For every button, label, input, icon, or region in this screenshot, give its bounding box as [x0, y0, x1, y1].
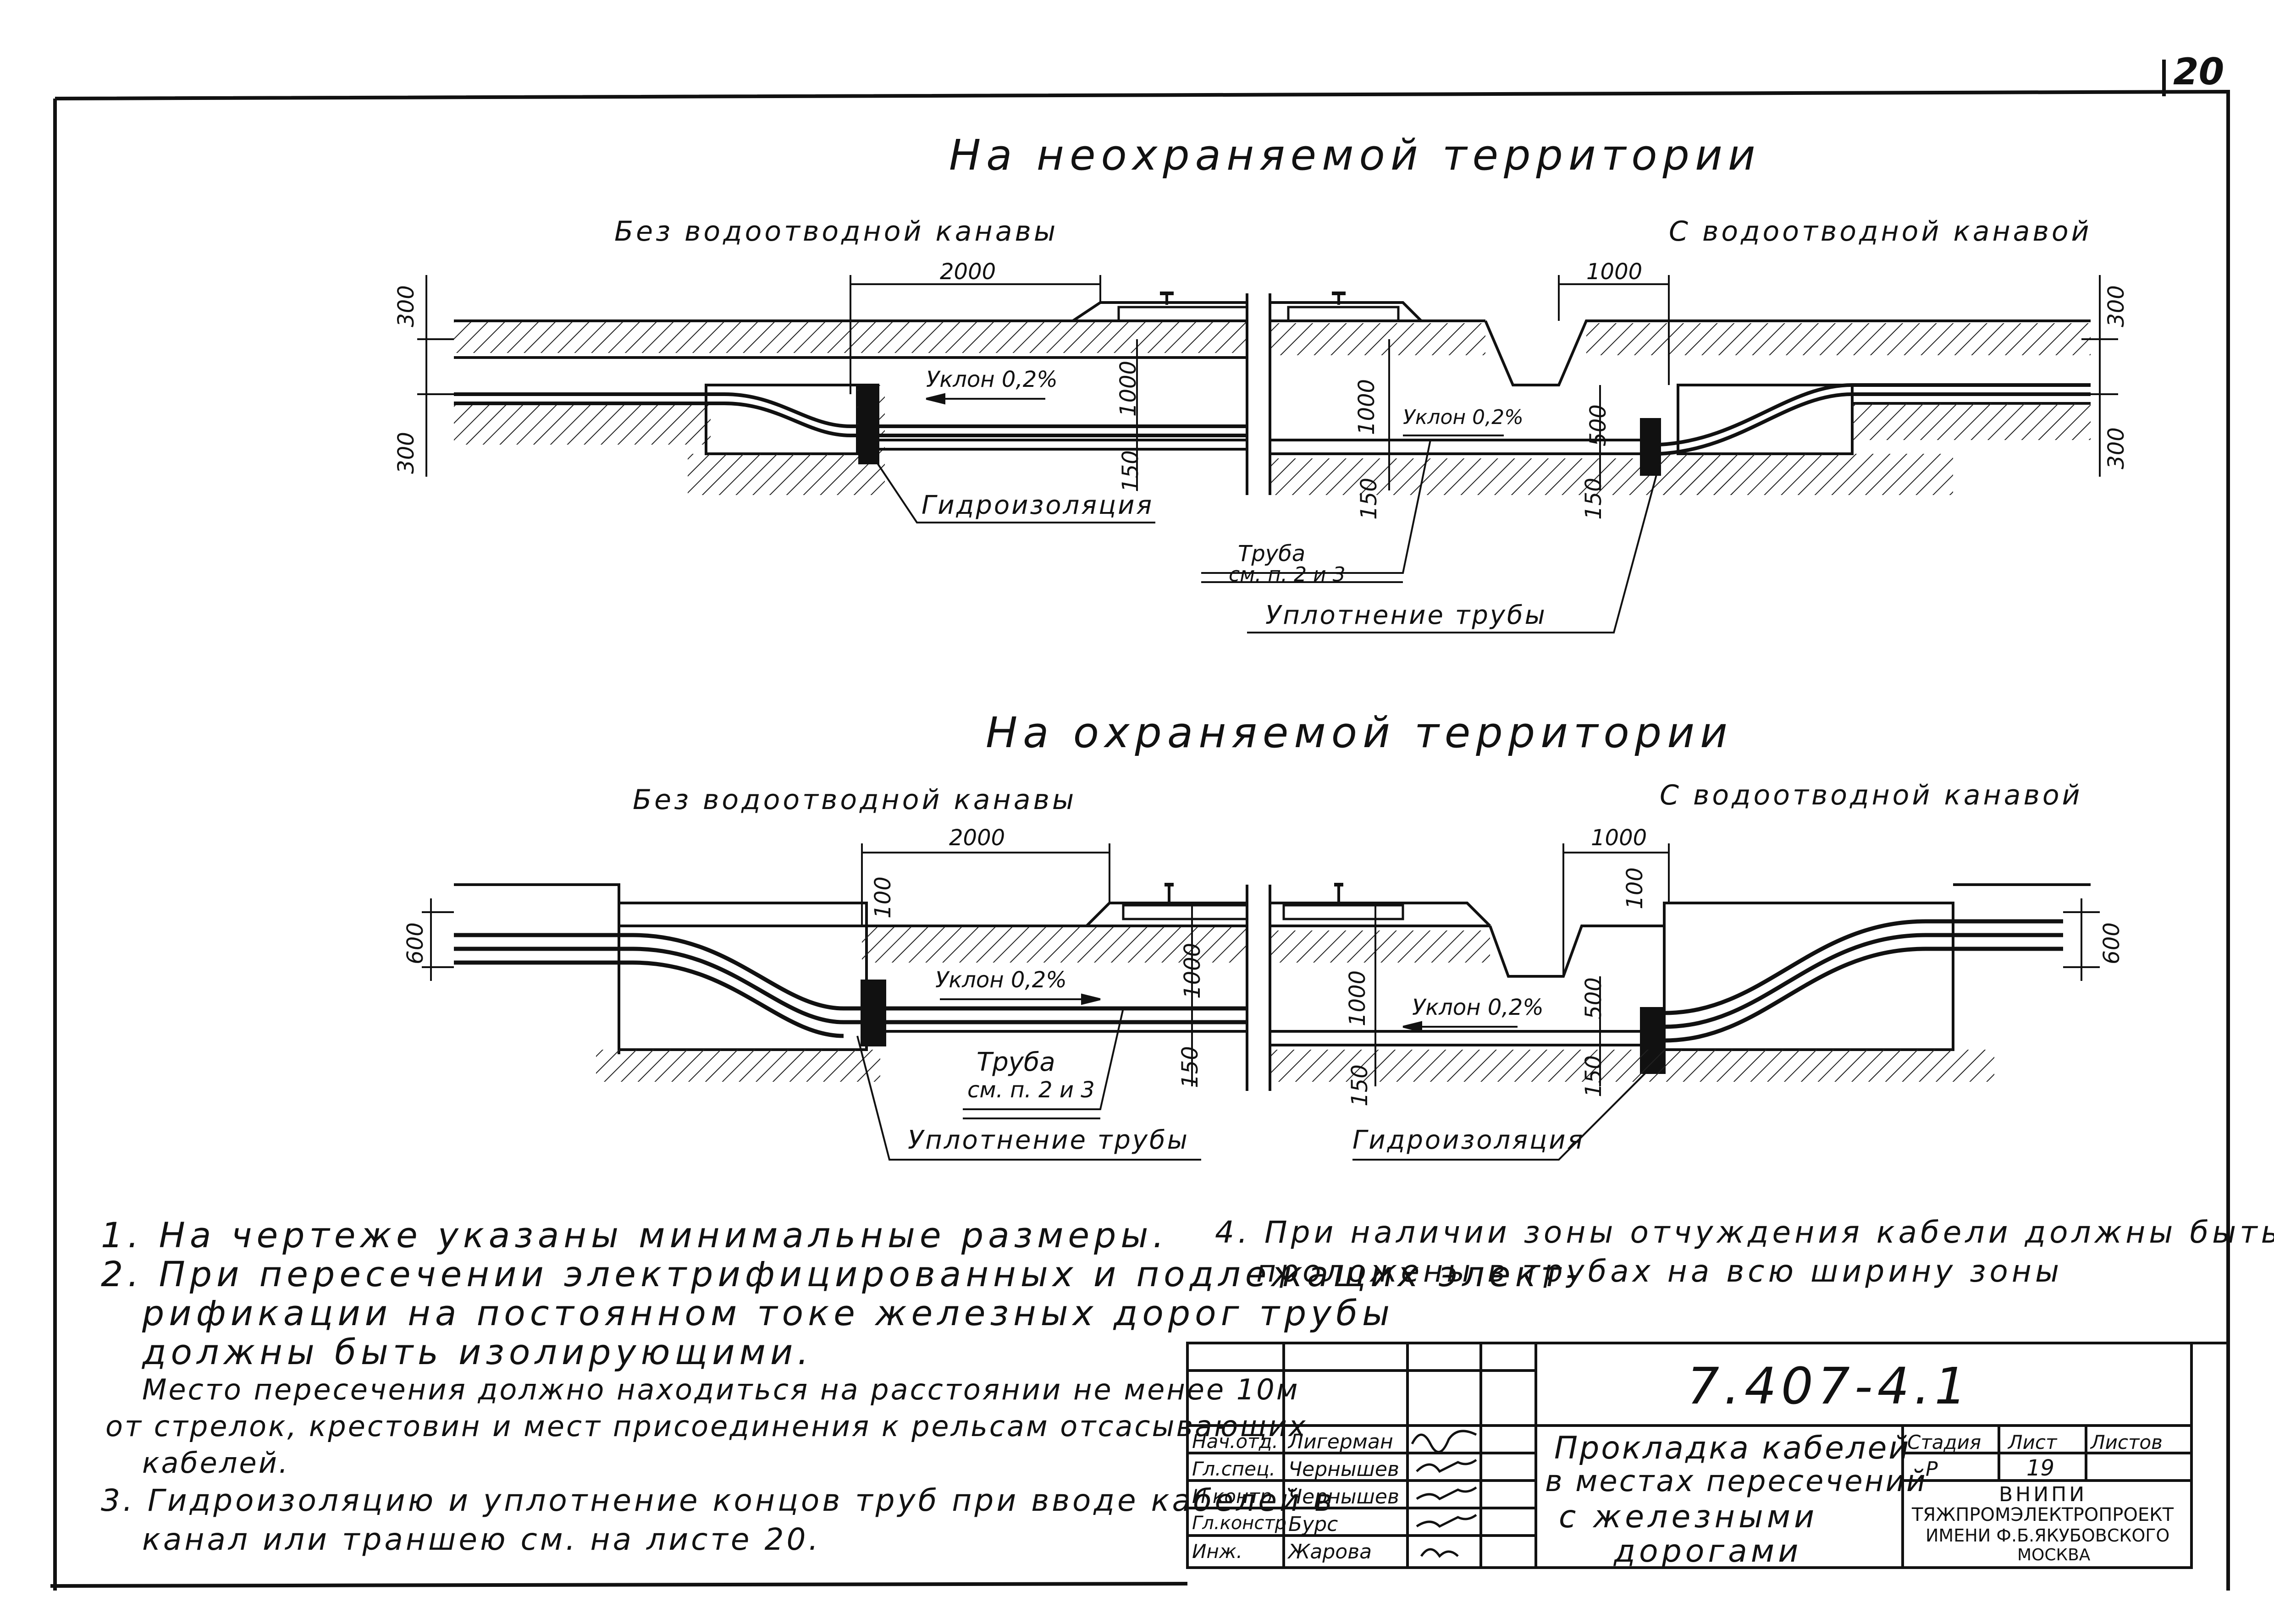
- sheet-header: Лист: [2008, 1431, 2057, 1453]
- top-dim-depth-left-top: 300: [393, 285, 419, 327]
- name-label: Жарова: [1288, 1540, 1372, 1563]
- top-callout-pipe: Труба: [1238, 541, 1306, 567]
- bottom-dim-100-b: 100: [1622, 867, 1648, 909]
- top-dim-1000-b: 1000: [1354, 379, 1380, 435]
- bottom-dim-depth-left: 600: [402, 922, 428, 964]
- doc-title-line: Прокладка кабелей: [1554, 1430, 1911, 1466]
- role-label: Нач.отд.: [1192, 1430, 1279, 1453]
- top-section-drawing: [454, 292, 2091, 495]
- bottom-callout-pipe-ref: см. п. 2 и 3: [967, 1077, 1095, 1103]
- top-section-title: На неохраняемой территории: [949, 131, 1761, 180]
- top-dim-depth-left-bottom: 300: [393, 432, 419, 474]
- role-label: Гл.спец.: [1192, 1458, 1275, 1480]
- note-line: 1. На чертеже указаны минимальные размер…: [101, 1215, 1169, 1255]
- top-dim-depth-right-top: 300: [2103, 285, 2129, 327]
- note-line: от стрелок, крестовин и мест присоединен…: [105, 1409, 1308, 1443]
- top-callout-pipe-ref: см. п. 2 и 3: [1229, 563, 1346, 586]
- bottom-dim-right-width: 1000: [1591, 825, 1647, 851]
- name-label: Чернышев: [1288, 1458, 1399, 1481]
- top-slope-left: Уклон 0,2%: [926, 367, 1058, 392]
- bottom-dim-100-a: 100: [870, 876, 896, 919]
- bottom-dim-150-c: 150: [1580, 1055, 1606, 1097]
- bottom-dimensions: [422, 843, 2100, 1086]
- role-label: Гл.констр: [1192, 1513, 1287, 1534]
- bottom-right-channel: [1663, 902, 1954, 1051]
- bottom-dim-150-a: 150: [1177, 1046, 1203, 1088]
- bottom-callout-seal: Уплотнение трубы: [908, 1125, 1189, 1155]
- bottom-slope-right: Уклон 0,2%: [1412, 995, 1544, 1020]
- name-label: Лигерман: [1288, 1430, 1393, 1453]
- bottom-callouts: [856, 1008, 1651, 1161]
- top-right-label: С водоотводной канавой: [1669, 215, 2092, 248]
- org-line: МОСКВА: [2017, 1546, 2091, 1564]
- top-left-label: Без водоотводной канавы: [614, 215, 1059, 248]
- note-line: 2. При пересечении электрифицированных и…: [101, 1254, 1583, 1294]
- bottom-dim-500: 500: [1580, 977, 1606, 1019]
- top-dim-1000-a: 1000: [1115, 360, 1142, 417]
- top-dim-150-c: 150: [1580, 478, 1606, 520]
- org-line: ТЯЖПРОМЭЛЕКТРОПРОЕКТ: [1912, 1504, 2174, 1525]
- stage-value: Р: [1926, 1458, 1938, 1481]
- top-dim-right-width: 1000: [1586, 259, 1643, 285]
- top-dim-left-width: 2000: [940, 259, 996, 285]
- bottom-callout-pipe: Труба: [977, 1047, 1055, 1077]
- doc-title-line: дорогами: [1614, 1533, 1802, 1569]
- note4-line: 4. При наличии зоны отчуждения кабели до…: [1215, 1215, 2274, 1250]
- note-line: 3. Гидроизоляцию и уплотнение концов тру…: [101, 1483, 1335, 1518]
- top-dim-150-a: 150: [1117, 450, 1143, 492]
- org-line: ВНИПИ: [1999, 1483, 2087, 1506]
- top-dim-150-b: 150: [1356, 478, 1382, 520]
- name-label: Бурс: [1288, 1513, 1338, 1536]
- bottom-section-title: На охраняемой территории: [986, 708, 1733, 757]
- top-dim-500: 500: [1585, 404, 1611, 446]
- bottom-dim-150-b: 150: [1347, 1064, 1373, 1107]
- bottom-right-label: С водоотводной канавой: [1660, 779, 2083, 811]
- role-label: Н.контр: [1192, 1485, 1272, 1508]
- bottom-slope-left: Уклон 0,2%: [935, 967, 1067, 993]
- role-label: Инж.: [1192, 1540, 1243, 1563]
- top-dimensions: [417, 275, 2118, 490]
- bottom-left-label: Без водоотводной канавы: [633, 784, 1077, 816]
- name-label: Чернышев: [1288, 1485, 1399, 1508]
- org-line: ИМЕНИ Ф.Б.ЯКУБОВСКОГО: [1926, 1525, 2170, 1546]
- stage-header: Стадия: [1907, 1431, 1981, 1453]
- top-dim-depth-right-bottom: 300: [2103, 427, 2129, 469]
- doc-code: 7.407-4.1: [1687, 1357, 1971, 1415]
- top-slope-right: Уклон 0,2%: [1403, 406, 1523, 429]
- top-callout-seal: Уплотнение трубы: [1265, 600, 1547, 630]
- bottom-dim-left-width: 2000: [949, 825, 1005, 851]
- page-frame: [50, 60, 2230, 1591]
- bottom-callout-hydro: Гидроизоляция: [1352, 1125, 1585, 1155]
- note-line: должны быть изолирующими.: [142, 1332, 813, 1372]
- bottom-section-drawing: [454, 883, 2091, 1091]
- note-line: кабелей.: [142, 1446, 290, 1480]
- note-line: Место пересечения должно находиться на р…: [142, 1373, 1300, 1406]
- sheets-header: Листов: [2091, 1431, 2163, 1453]
- top-callout-hydro: Гидроизоляция: [922, 490, 1154, 520]
- doc-title-line: в местах пересечений: [1545, 1464, 1927, 1498]
- bottom-dim-1000-b: 1000: [1345, 970, 1371, 1027]
- title-block-grid: [1186, 1342, 2228, 1569]
- note-line: рификации на постоянном токе железных до…: [142, 1293, 1395, 1333]
- sheet-value: 19: [2026, 1455, 2055, 1481]
- bottom-dim-depth-right: 600: [2098, 922, 2125, 964]
- doc-title-line: с железными: [1559, 1499, 1818, 1535]
- top-callouts: [870, 440, 1661, 633]
- note4-line: проложены в трубах на всю ширину зоны: [1256, 1254, 2063, 1289]
- note-line: канал или траншею см. на листе 20.: [142, 1522, 821, 1557]
- bottom-dim-1000-a: 1000: [1180, 942, 1206, 999]
- page-number: 20: [2173, 50, 2224, 93]
